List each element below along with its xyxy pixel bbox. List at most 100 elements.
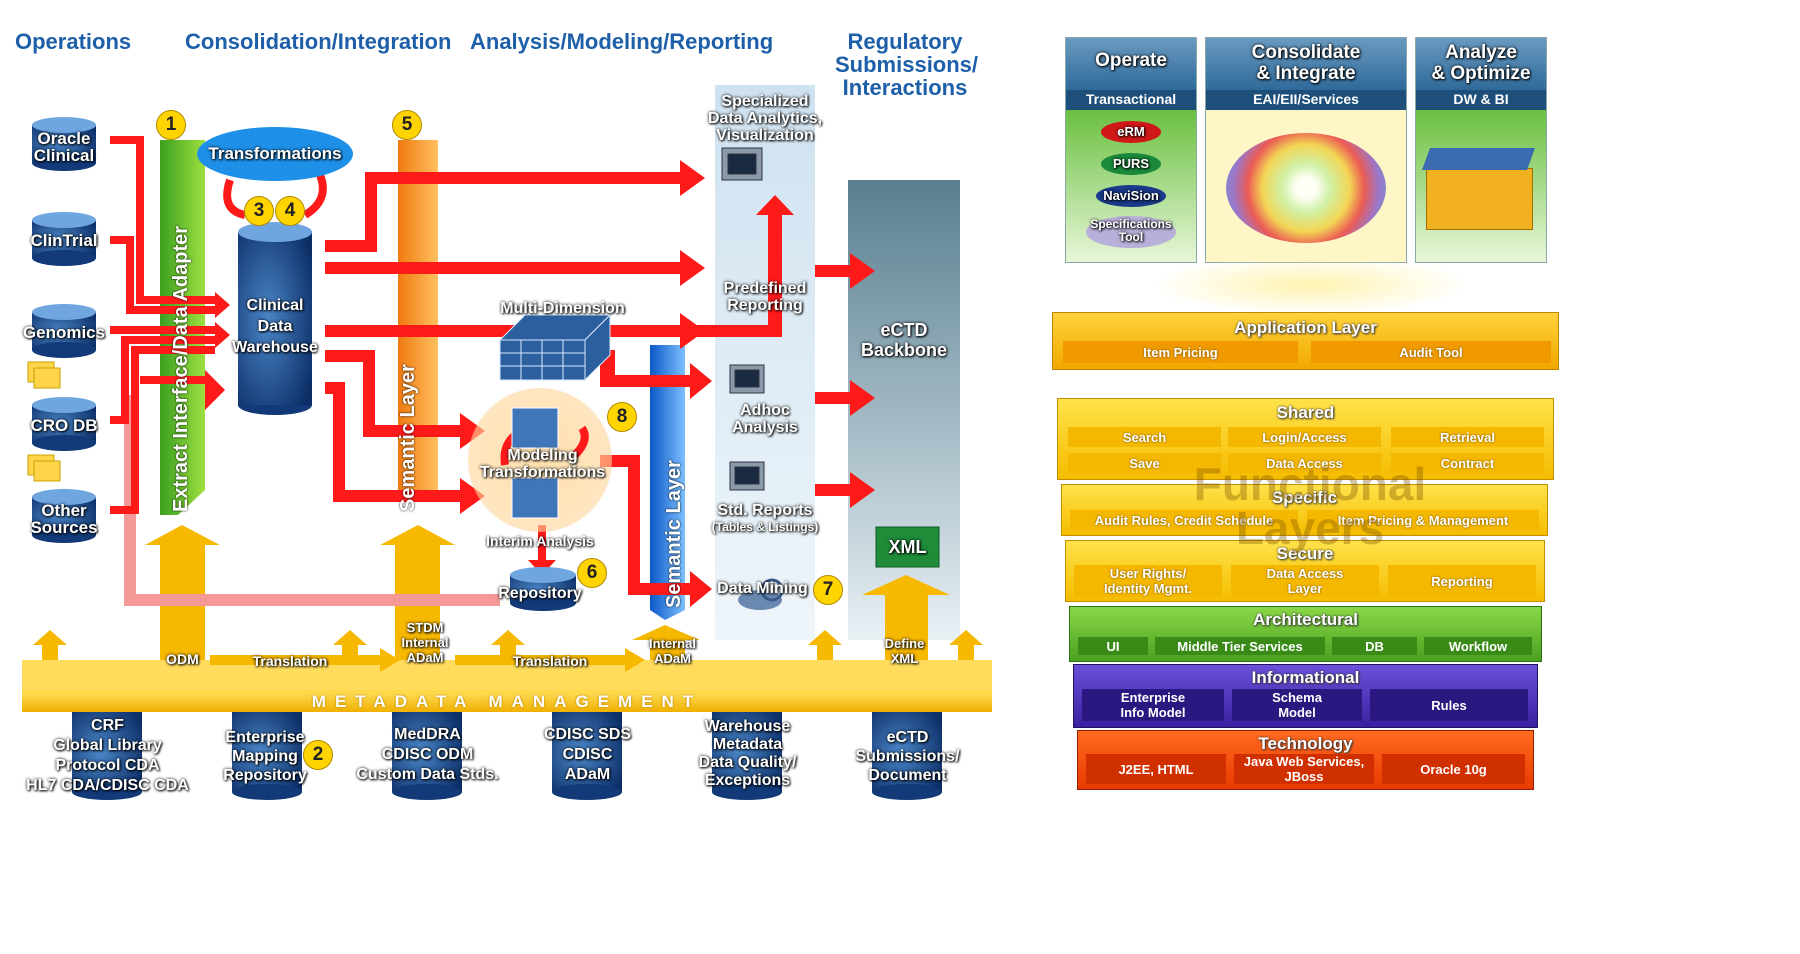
layer-secure-cell-3: Reporting (1388, 565, 1536, 597)
multi-dimension-label: Multi-Dimension (500, 300, 625, 317)
bottom-label-ectd: eCTD Submissions/ Document (855, 729, 960, 784)
source-genomics: Genomics (22, 323, 106, 342)
transformations-label: Transformations (208, 144, 342, 163)
flow-label-odm: ODM (166, 651, 199, 667)
top-box-operate: Operate Transactional eRM PURS NaviSion … (1065, 37, 1197, 263)
step-number-1: 1 (156, 110, 186, 140)
layer-architectural: Architectural UI Middle Tier Services DB… (1069, 606, 1542, 662)
layer-application-title: Application Layer (1234, 318, 1377, 337)
top-box-analyze: Analyze & Optimize DW & BI (1415, 37, 1547, 263)
app-pill-purs (1101, 153, 1161, 175)
warehouse-label: Clinical Data Warehouse (232, 297, 318, 356)
bottom-label-cdisc: CDISC SDS CDISC ADaM (543, 726, 632, 783)
top-box-analyze-title: Analyze & Optimize (1431, 42, 1531, 84)
layer-secure-title: Secure (1276, 544, 1334, 563)
data-mining-label: Data Mining (717, 580, 808, 597)
step-number-3: 3 (244, 196, 274, 226)
top-box-operate-title: Operate (1095, 50, 1167, 71)
specialized-analytics-label: Specialized Data Analytics, Visualizatio… (707, 93, 823, 144)
top-box-consolidate-title: Consolidate & Integrate (1251, 42, 1361, 84)
source-other: Other Sources (30, 501, 98, 537)
flow-label-internal-adam: Internal ADaM (649, 636, 696, 666)
layer-secure-cell-1: User Rights/ Identity Mgmt. (1074, 565, 1222, 597)
source-cro-db: CRO DB (30, 416, 98, 435)
std-reports-label: Std. Reports (717, 502, 813, 519)
layer-shared-cell-retrieval: Retrieval (1391, 427, 1544, 447)
layer-informational-title: Informational (1251, 668, 1360, 687)
layer-application-cell-2: Audit Tool (1311, 341, 1551, 363)
layer-specific-cell-2: Item Pricing & Management (1307, 510, 1539, 530)
app-pill-erm-label: eRM (1117, 124, 1145, 139)
app-pill-specifications (1086, 216, 1176, 248)
flow-diagram-graphics (22, 85, 992, 800)
cd-disc-icon (1226, 133, 1386, 243)
layer-architectural-cell-db: DB (1332, 637, 1417, 655)
layer-shared-cell-login: Login/Access (1228, 427, 1381, 447)
layer-secure: Secure User Rights/ Identity Mgmt. Data … (1065, 540, 1545, 602)
layer-informational-cell-1: Enterprise Info Model (1082, 689, 1224, 721)
top-box-consolidate: Consolidate & Integrate EAI/EII/Services (1205, 37, 1407, 263)
layer-specific: Specific Audit Rules, Credit Schedule It… (1061, 484, 1548, 536)
flow-label-define-xml: Define XML (884, 636, 925, 666)
source-oracle-clinical: Oracle Clinical (33, 129, 95, 165)
top-box-consolidate-sub: EAI/EII/Services (1253, 91, 1359, 107)
layer-informational: Informational Enterprise Info Model Sche… (1073, 664, 1538, 728)
layer-informational-cell-2: Schema Model (1232, 689, 1362, 721)
app-pill-navision-label: NaviSion (1103, 188, 1159, 203)
layer-architectural-cell-workflow: Workflow (1424, 637, 1532, 655)
layer-shared-title: Shared (1276, 403, 1335, 422)
glow (1150, 255, 1470, 315)
source-clintrial: ClinTrial (30, 231, 98, 250)
column-header-regulatory: Regulatory Submissions/ Interactions (835, 29, 979, 100)
layer-architectural-title: Architectural (1253, 610, 1358, 629)
std-reports-sublabel: (Tables & Listings) (711, 520, 819, 534)
semantic-layer-2-label: Semantic Layer (663, 460, 685, 608)
flow-label-stdm: STDM Internal ADaM (401, 620, 449, 665)
layer-application: Application Layer Item Pricing Audit Too… (1052, 312, 1559, 370)
layer-architectural-cell-middle: Middle Tier Services (1155, 637, 1325, 655)
layer-technology: Technology J2EE, HTML Java Web Services,… (1077, 730, 1534, 790)
layer-specific-cell-1: Audit Rules, Credit Schedule (1070, 510, 1298, 530)
cube-grid (498, 313, 612, 382)
flow-label-translation-1: Translation (252, 653, 328, 669)
step-number-2: 2 (303, 740, 333, 770)
step-number-4: 4 (275, 196, 305, 226)
ectd-backbone-label: eCTD Backbone (860, 320, 948, 360)
adhoc-analysis-label: Adhoc Analysis (732, 402, 798, 436)
layer-shared-cell-data-access: Data Access (1228, 453, 1381, 473)
xml-label: XML (888, 537, 927, 557)
app-pill-purs-label: PURS (1112, 156, 1150, 171)
step-number-8: 8 (607, 402, 637, 432)
functional-layers-watermark: Functional Layers (1193, 458, 1427, 554)
column-header-consolidation: Consolidation/Integration (185, 29, 452, 54)
bottom-label-crf: CRF Global Library Protocol CDA HL7 CDA/… (26, 717, 189, 794)
step-number-6: 6 (577, 558, 607, 588)
layer-technology-cell-1: J2EE, HTML (1086, 754, 1226, 784)
layer-shared: Shared Search Login/Access Retrieval Sav… (1057, 398, 1554, 480)
column-header-operations: Operations (15, 29, 132, 54)
app-pill-specifications-label: Specifications Tool (1090, 217, 1172, 244)
top-box-operate-sub: Transactional (1085, 91, 1177, 107)
layer-architectural-cell-ui: UI (1078, 637, 1148, 655)
layer-technology-cell-3: Oracle 10g (1382, 754, 1525, 784)
app-pill-erm (1101, 121, 1161, 143)
interim-analysis-label: Interim Analysis (486, 533, 594, 549)
layer-shared-cell-contract: Contract (1391, 453, 1544, 473)
layer-shared-cell-search: Search (1068, 427, 1221, 447)
column-header-analysis: Analysis/Modeling/Reporting (470, 29, 774, 54)
bottom-label-meddra: MedDRA CDISC ODM Custom Data Stds. (356, 726, 499, 783)
layer-technology-cell-2: Java Web Services, JBoss (1234, 754, 1374, 784)
bottom-label-mapping: Enterprise Mapping Repository (223, 729, 307, 784)
semantic-layer-1-label: Semantic Layer (397, 364, 419, 512)
metadata-management-label: METADATA MANAGEMENT (311, 692, 703, 711)
predefined-reporting-label: Predefined Reporting (723, 280, 807, 314)
layer-shared-cell-save: Save (1068, 453, 1221, 473)
layer-application-cell-1: Item Pricing (1063, 341, 1298, 363)
flow-label-translation-2: Translation (512, 653, 588, 669)
extract-interface-label: Extract Interface/Data Adapter (170, 225, 192, 512)
repository-label: Repository (498, 585, 582, 602)
layer-informational-cell-3: Rules (1370, 689, 1528, 721)
top-box-analyze-sub: DW & BI (1453, 91, 1509, 107)
app-pill-navision (1096, 185, 1166, 207)
layer-technology-title: Technology (1258, 734, 1353, 753)
